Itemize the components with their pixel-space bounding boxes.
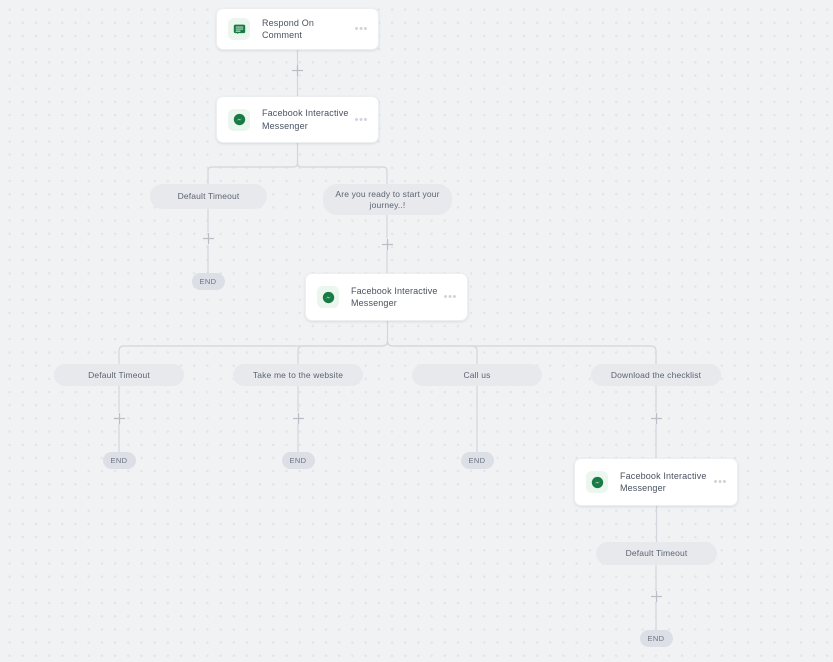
- end-node-4[interactable]: END: [460, 452, 494, 469]
- add-step-button-3[interactable]: [381, 238, 394, 251]
- flow-node-title: Facebook Interactive Messenger: [262, 108, 349, 131]
- node-menu-icon[interactable]: •••: [354, 23, 368, 35]
- plus-icon: [650, 412, 662, 425]
- end-node-2[interactable]: END: [102, 452, 136, 469]
- branch-pill-call-us[interactable]: Call us: [412, 364, 542, 386]
- flow-node-facebook-interactive-messenger-3[interactable]: Facebook Interactive Messenger •••: [574, 458, 738, 506]
- plus-icon: [202, 232, 214, 245]
- flow-node-respond-on-comment[interactable]: Respond On Comment •••: [216, 8, 379, 50]
- plus-icon: [291, 64, 304, 77]
- add-step-button-7[interactable]: [650, 590, 663, 603]
- flow-node-facebook-interactive-messenger-1[interactable]: Facebook Interactive Messenger •••: [216, 96, 379, 143]
- branch-pill-take-me-to-the-website[interactable]: Take me to the website: [233, 364, 363, 386]
- add-step-button-6[interactable]: [650, 412, 663, 425]
- flow-node-facebook-interactive-messenger-2[interactable]: Facebook Interactive Messenger •••: [305, 273, 468, 321]
- facebook-messenger-icon: [317, 286, 339, 308]
- add-step-button-4[interactable]: [113, 412, 126, 425]
- branch-pill-default-timeout-3[interactable]: Default Timeout: [596, 542, 717, 565]
- plus-icon: [650, 590, 662, 603]
- plus-icon: [113, 412, 125, 425]
- branch-pill-default-timeout-2[interactable]: Default Timeout: [54, 364, 184, 386]
- facebook-messenger-icon: [228, 108, 250, 131]
- node-menu-icon[interactable]: •••: [354, 113, 368, 126]
- flow-node-title: Facebook Interactive Messenger: [620, 470, 707, 494]
- plus-icon: [381, 238, 393, 251]
- node-menu-icon[interactable]: •••: [713, 476, 727, 488]
- flow-node-title: Facebook Interactive Messenger: [351, 285, 438, 309]
- branch-pill-default-timeout-1[interactable]: Default Timeout: [150, 184, 267, 209]
- node-menu-icon[interactable]: •••: [443, 291, 457, 303]
- add-step-button-2[interactable]: [202, 232, 215, 245]
- branch-pill-start-journey[interactable]: Are you ready to start your journey..!: [323, 184, 452, 215]
- facebook-messenger-icon: [586, 471, 608, 493]
- end-node-1[interactable]: END: [191, 273, 225, 290]
- end-node-5[interactable]: END: [639, 630, 673, 647]
- add-step-button-1[interactable]: [291, 64, 304, 77]
- branch-pill-download-the-checklist[interactable]: Download the checklist: [591, 364, 721, 386]
- add-step-button-5[interactable]: [292, 412, 305, 425]
- comment-box-icon: [228, 18, 250, 40]
- end-node-3[interactable]: END: [281, 452, 315, 469]
- flow-node-title: Respond On Comment: [262, 17, 315, 41]
- plus-icon: [292, 412, 304, 425]
